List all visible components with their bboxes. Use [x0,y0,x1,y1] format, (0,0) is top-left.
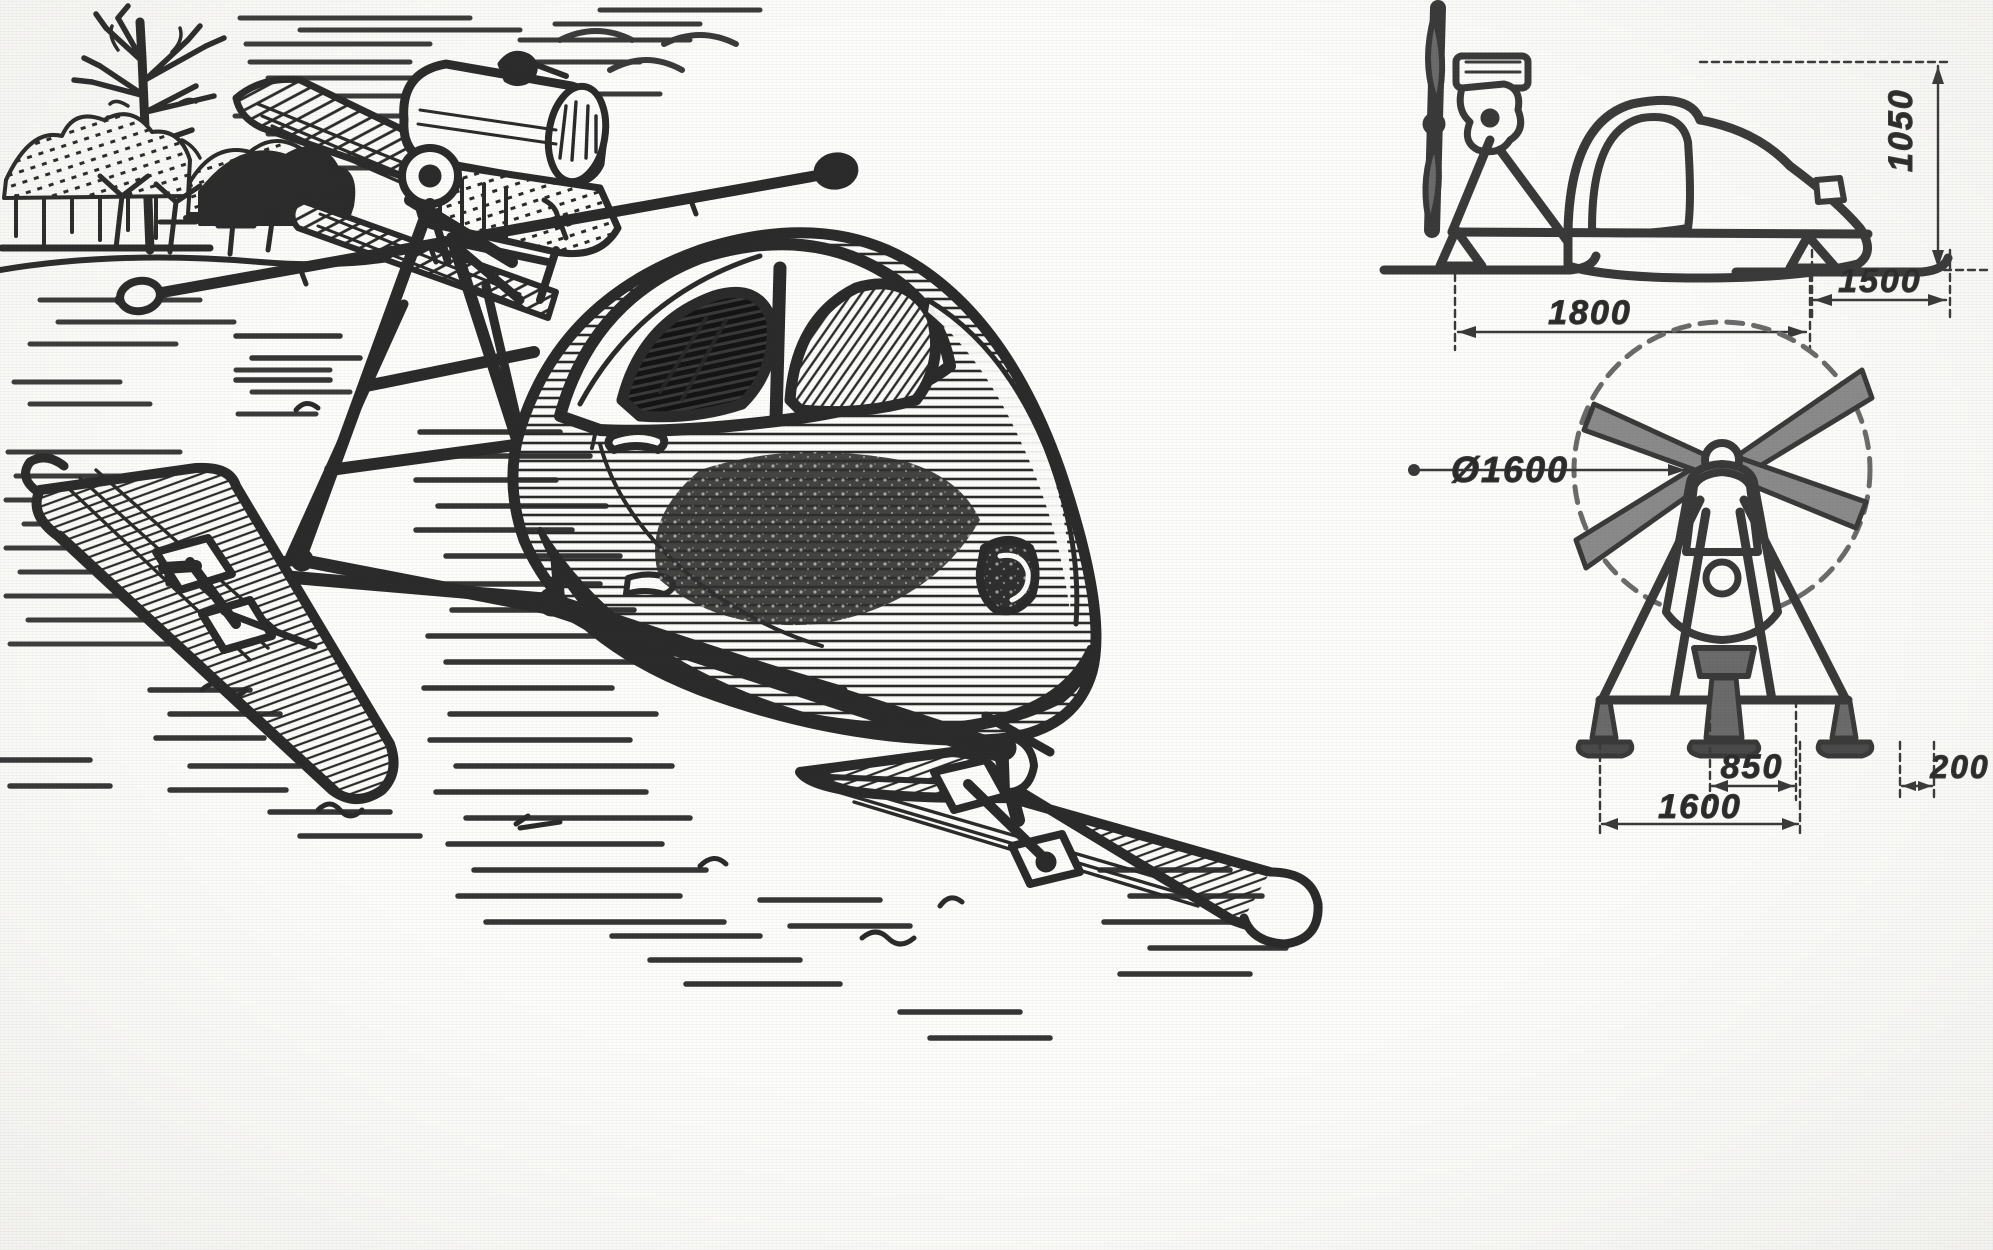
ski-left [1575,699,1635,759]
front-headlight [1702,558,1742,598]
dim-length-1500: 1500 [1838,262,1922,300]
nose-highlight [928,300,1071,612]
left-grip [116,276,164,316]
dimension-lines-side [1453,60,1990,352]
tank-endcap-shading [558,100,598,162]
side-window [616,286,778,423]
canopy-center-post [769,261,787,427]
dim-length-1800: 1800 [1548,294,1632,332]
roof-seam [577,253,763,407]
control-bar-highlight [178,178,814,294]
side-window-reflection [658,316,728,402]
engine-side [1452,52,1532,156]
foreground-twigs [97,173,297,257]
left-outrigger-ski [21,453,399,804]
ski-tail [1239,867,1323,949]
propeller-hub [398,144,462,208]
horizon-line [0,247,433,273]
dimension-arrows-front [1408,464,1932,830]
pylon-brace-upper [404,194,518,268]
brace-thin [552,600,848,694]
windscreen [784,278,942,418]
cabin-fuselage [507,227,1102,746]
ski-tip [21,453,69,497]
dimension-arrows-side [1458,66,1946,338]
dim-rotor-diameter-1600: Ø1600 [1451,449,1569,490]
center-skid-mount [1691,645,1757,679]
dim-height-1050: 1050 [1882,88,1920,172]
ski-steering-link [220,608,318,650]
dim-width-200: 200 [1929,749,1989,785]
side-undercarriage [1435,135,1873,273]
snow-flecks [199,401,965,947]
headlight-highlight [997,552,1031,603]
bare-tree-icon [135,17,155,255]
ski-right [1815,699,1875,759]
dim-track-850: 850 [1721,748,1784,786]
dim-track-1600: 1600 [1658,788,1742,826]
fuselage-shadow-patch [655,452,980,626]
fuel-tank [399,50,610,189]
right-grip [813,152,859,190]
snow-shadow-hatching [0,333,1289,1041]
control-bar [114,152,859,316]
frame-joint [290,548,314,572]
ski-center [1686,675,1762,759]
front-skis [1575,675,1875,759]
propeller-edge-on [1422,0,1446,238]
door-handle [604,427,669,454]
ski-shock-strut [981,711,1057,873]
front-steering-ski [795,711,1323,949]
headlight [975,536,1040,616]
